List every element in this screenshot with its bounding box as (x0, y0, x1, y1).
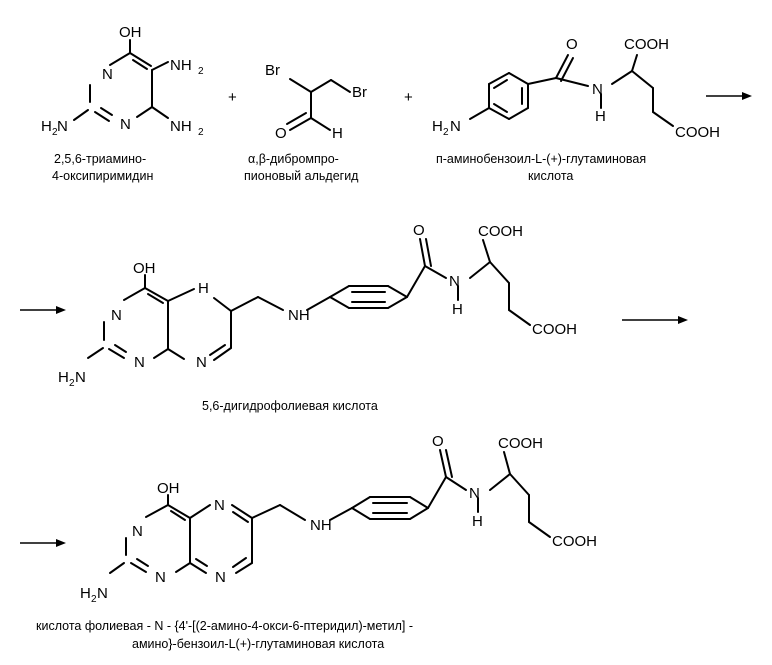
atom-br: Br (352, 84, 367, 101)
atom-n: N (134, 354, 145, 371)
reaction-arrow (622, 316, 688, 324)
atom-o: O (275, 125, 287, 142)
atom-n: N (75, 369, 86, 386)
reactant-triaminopyrimidine: OH N N NH 2 NH 2 H 2 N (41, 24, 204, 138)
caption-product-line1: кислота фолиевая - N - {4'-[(2-амино-4-о… (36, 619, 413, 633)
atom-subscript: 2 (69, 378, 75, 389)
atom-nh: NH (170, 118, 192, 135)
benzene-ring-bonds (488, 72, 529, 120)
atom-cooh: COOH (552, 533, 597, 550)
atom-n: N (469, 485, 480, 502)
atom-cooh: COOH (532, 321, 577, 338)
atom-n: N (155, 569, 166, 586)
caption-reactant3-line2: кислота (528, 169, 573, 183)
atom-subscript: 2 (198, 127, 204, 138)
atom-o: O (566, 36, 578, 53)
caption-reactant1-line2: 4-оксипиримидин (52, 169, 153, 183)
atom-n: N (592, 81, 603, 98)
atom-cooh: COOH (498, 435, 543, 452)
atom-nh: NH (288, 307, 310, 324)
product-folic-acid: OH N N N N NH O N H COOH COOH H 2 N (80, 433, 597, 605)
reaction-arrow (20, 306, 66, 314)
atom-n: N (449, 273, 460, 290)
atom-cooh: COOH (478, 223, 523, 240)
caption-reactant2-line1: α,β-дибромпро- (248, 152, 339, 166)
atom-h: H (432, 118, 443, 135)
atom-h: H (472, 513, 483, 530)
atom-n: N (111, 307, 122, 324)
atom-subscript: 2 (198, 66, 204, 77)
caption-reactant3-line1: п-аминобензоил-L-(+)-глутаминовая (436, 152, 646, 166)
atom-subscript: 2 (91, 594, 97, 605)
atom-n: N (215, 569, 226, 586)
intermediate-dihydrofolic-acid: OH N N H N NH O N H COOH COOH H 2 N (58, 222, 577, 389)
atom-n: N (97, 585, 108, 602)
atom-subscript: 2 (52, 127, 58, 138)
caption-product-line2: амино}-бензоил-L(+)-глутаминовая кислота (132, 637, 384, 651)
caption-reactant2-line2: пионовый альдегид (244, 169, 359, 183)
reaction-arrow (20, 539, 66, 547)
atom-n: N (450, 118, 461, 135)
atom-n: N (132, 523, 143, 540)
atom-h: H (595, 108, 606, 125)
atom-h: H (58, 369, 69, 386)
atom-n: N (196, 354, 207, 371)
atom-n: N (120, 116, 131, 133)
plus-sign: + (404, 89, 413, 106)
atom-h: H (452, 301, 463, 318)
atom-n: N (57, 118, 68, 135)
atom-oh: OH (133, 260, 156, 277)
atom-br: Br (265, 62, 280, 79)
caption-reactant1-line1: 2,5,6-триамино- (54, 152, 146, 166)
atom-n: N (102, 66, 113, 83)
caption-intermediate: 5,6-дигидрофолиевая кислота (202, 399, 378, 413)
atom-h: H (41, 118, 52, 135)
atom-h: H (80, 585, 91, 602)
atom-oh: OH (157, 480, 180, 497)
atom-subscript: 2 (443, 127, 449, 138)
plus-sign: + (228, 89, 237, 106)
atom-h: H (198, 280, 209, 297)
atom-cooh: COOH (675, 124, 720, 141)
reactant-dibromopropionaldehyde: Br Br O H (265, 62, 367, 142)
atom-h: H (332, 125, 343, 142)
atom-n: N (214, 497, 225, 514)
reactant-aminobenzoylglutamic-acid: H 2 N O N H COOH COOH (432, 36, 720, 141)
atom-o: O (432, 433, 444, 450)
reaction-arrow (706, 92, 752, 100)
pyrimidine-ring-bonds (73, 39, 169, 122)
atom-cooh: COOH (624, 36, 669, 53)
atom-nh: NH (170, 57, 192, 74)
atom-o: O (413, 222, 425, 239)
atom-oh: OH (119, 24, 142, 41)
atom-nh: NH (310, 517, 332, 534)
